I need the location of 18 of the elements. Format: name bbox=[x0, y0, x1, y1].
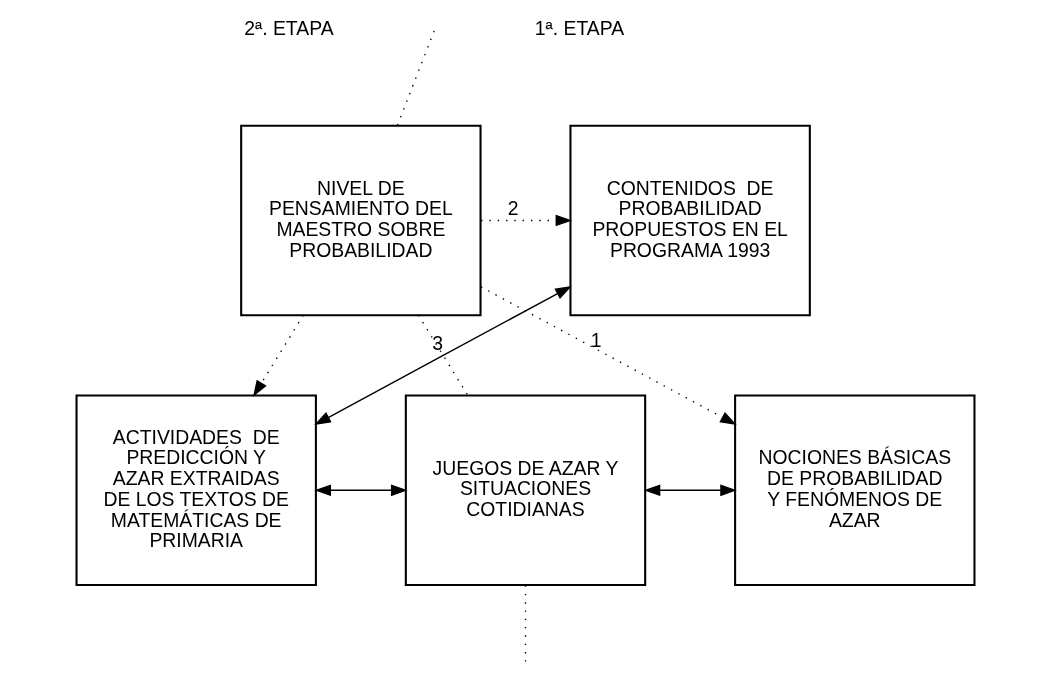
node-box: JUEGOS DE AZAR Y SITUACIONES COTIDIANAS bbox=[404, 394, 647, 587]
node-box: NOCIONES BÁSICAS DE PROBABILIDAD Y FENÓMENOS DE AZAR bbox=[734, 394, 976, 587]
label: 1ª. ETAPA bbox=[534, 16, 625, 39]
edge-label: 2 bbox=[507, 197, 519, 220]
edge-label: 3 bbox=[432, 332, 443, 355]
arrow bbox=[314, 285, 572, 426]
node-box: NIVEL DE PENSAMIENTO DEL MAESTRO SOBRE PROBABILIDAD bbox=[240, 124, 482, 317]
connector bbox=[417, 314, 469, 396]
node-box: CONTENIDOS DE PROBABILIDAD PROPUESTOS EN EL PROGRAMA 1993 bbox=[569, 124, 811, 317]
arrow bbox=[480, 214, 573, 227]
arrow bbox=[252, 314, 304, 397]
arrow bbox=[314, 484, 408, 497]
connector bbox=[396, 30, 435, 127]
arrow bbox=[480, 286, 737, 426]
edge-label: 1 bbox=[590, 328, 602, 351]
node-box: ACTIVIDADES DE PREDICCIÓN Y AZAR EXTRAIDAS DE LOS TEXTOS DE MATEMÁTICAS DE PRIMARIA bbox=[75, 394, 317, 587]
arrow bbox=[643, 484, 737, 497]
label: 2ª. ETAPA bbox=[244, 16, 334, 39]
